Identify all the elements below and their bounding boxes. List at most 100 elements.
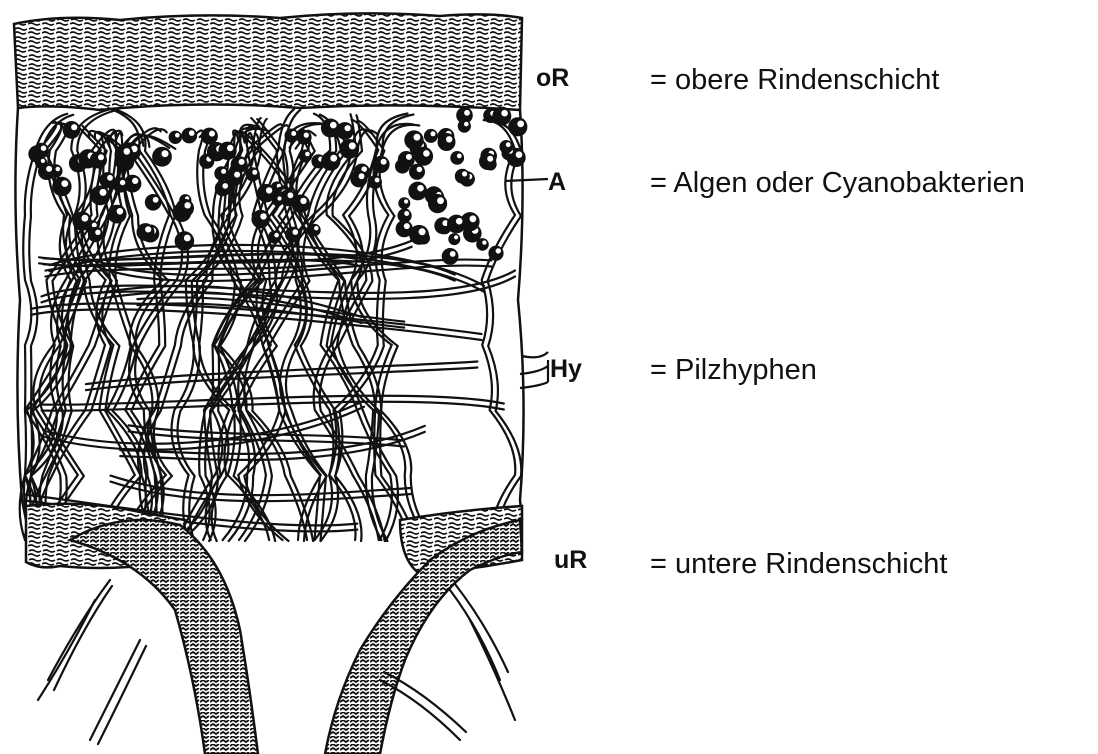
algae-cell-highlight	[291, 131, 296, 136]
algae-cell	[218, 142, 236, 160]
algae-cell-highlight	[252, 170, 257, 175]
algae-cell	[321, 151, 340, 170]
algae-cell-highlight	[470, 215, 477, 222]
algae-cell-highlight	[314, 226, 318, 230]
algae-cell	[90, 151, 107, 168]
algae-cell-highlight	[375, 178, 380, 183]
legend-upper-cortex: = obere Rindenschicht	[650, 64, 939, 97]
algae-cell	[414, 147, 433, 166]
algae-cell-highlight	[446, 136, 452, 142]
code-label-uR: uR	[554, 546, 587, 574]
algae-cell-highlight	[437, 197, 444, 204]
algae-cell-highlight	[487, 156, 493, 162]
algae-cell	[176, 199, 194, 217]
algae-cell	[152, 147, 172, 167]
algae-cell	[398, 197, 410, 209]
algae-cell-highlight	[345, 125, 351, 131]
algae-cell-highlight	[239, 159, 245, 165]
algae-cell-highlight	[417, 185, 424, 192]
algae-cell-highlight	[274, 233, 279, 238]
algae-cell-highlight	[464, 122, 469, 127]
algae-cell	[169, 131, 182, 144]
algae-cell	[137, 223, 155, 241]
algae-cell	[508, 117, 527, 136]
algae-cell	[175, 231, 195, 251]
algae-cell	[350, 170, 367, 187]
algae-cell-highlight	[300, 198, 306, 204]
algae-cell-highlight	[431, 131, 436, 136]
algae-cell-highlight	[162, 150, 169, 157]
algae-cell-highlight	[414, 134, 421, 141]
algae-cell-highlight	[120, 180, 125, 185]
algae-cell-highlight	[222, 183, 228, 189]
algae-cell-highlight	[107, 175, 113, 181]
algae-cell-highlight	[266, 187, 272, 193]
algae-cell	[34, 143, 49, 158]
algae-cell-highlight	[98, 154, 104, 160]
algae-cell-highlight	[260, 213, 266, 219]
algae-cell-highlight	[417, 167, 423, 173]
algae-cell	[321, 119, 340, 138]
algae-cell-highlight	[359, 173, 365, 179]
code-label-oR: oR	[536, 64, 569, 92]
algae-cell-highlight	[82, 215, 89, 222]
legend-lower-cortex: = untere Rindenschicht	[650, 548, 947, 581]
algae-cell	[201, 128, 218, 145]
algae-cell-highlight	[288, 192, 294, 198]
algae-cell	[285, 227, 301, 243]
algae-cell	[476, 238, 489, 251]
algae-cell	[447, 215, 466, 234]
legend-algae: = Algen oder Cyanobakterien	[650, 167, 1025, 200]
algae-cell	[299, 149, 312, 162]
algae-cell	[450, 151, 464, 165]
algae-cell-highlight	[496, 248, 501, 253]
algae-cell	[90, 186, 110, 206]
algae-cell-highlight	[56, 167, 61, 172]
algae-cell	[499, 140, 513, 154]
algae-cell-highlight	[423, 150, 430, 157]
algae-cell-highlight	[404, 211, 409, 216]
algae-cell	[442, 248, 459, 265]
algae-cell-highlight	[209, 131, 215, 137]
algae-cell	[251, 210, 270, 229]
algae-cell-highlight	[145, 226, 151, 232]
algae-cell-highlight	[304, 133, 309, 138]
algae-cell	[492, 107, 511, 126]
algae-cell-highlight	[381, 159, 387, 165]
algae-cell-highlight	[404, 199, 408, 203]
algae-cell-highlight	[227, 145, 233, 151]
algae-cell-highlight	[71, 124, 77, 130]
algae-cell-highlight	[189, 130, 195, 136]
algae-cell	[246, 167, 260, 181]
algae-cell	[145, 194, 162, 211]
algae-cell-highlight	[454, 235, 458, 239]
algae-cell-highlight	[330, 155, 337, 162]
algae-cell	[35, 157, 47, 169]
algae-cell	[339, 139, 359, 159]
fungal-hyphae	[20, 108, 522, 541]
algae-cell	[226, 169, 243, 186]
algae-cell-highlight	[450, 251, 456, 257]
algae-cell	[409, 164, 425, 180]
algae-cell-highlight	[501, 110, 508, 117]
algae-cell	[404, 130, 423, 149]
algae-cell-highlight	[175, 133, 180, 138]
algae-cell	[458, 120, 471, 133]
rhizine-hairs	[38, 580, 515, 744]
algae-cell	[52, 177, 71, 196]
algae-cell	[285, 129, 299, 143]
algae-cell	[63, 121, 81, 139]
algae-cell-highlight	[61, 180, 68, 187]
algae-cell	[308, 224, 321, 237]
algae-cell-highlight	[293, 229, 299, 235]
algae-cell-highlight	[100, 189, 107, 196]
algae-cell-highlight	[419, 228, 426, 235]
algae-cell-highlight	[124, 148, 131, 155]
algae-cell-highlight	[517, 121, 524, 128]
upper-cortex-layer	[14, 13, 522, 110]
algae-cell	[272, 194, 284, 206]
algae-cell-highlight	[349, 142, 356, 149]
algae-cell	[88, 227, 103, 242]
algae-cell	[438, 133, 456, 151]
algae-cell-highlight	[277, 196, 281, 200]
